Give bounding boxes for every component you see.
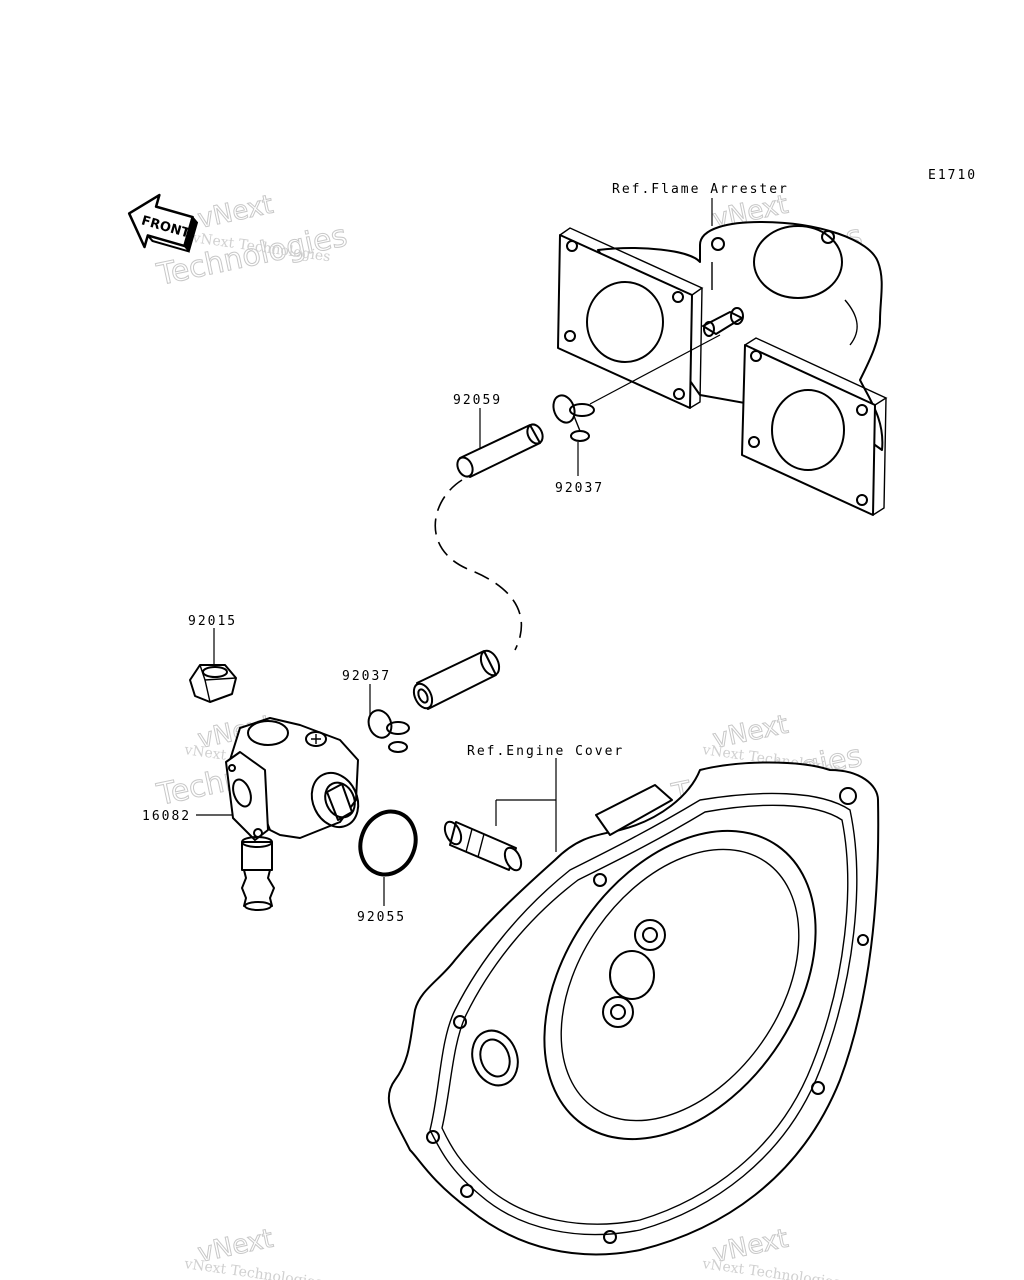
clamp-92037-upper [552,394,595,442]
o-ring-92055 [358,809,418,877]
part-number-92055: 92055 [357,910,406,925]
engine-cover-part [387,761,880,1256]
ref-engine-cover-label: Ref.Engine Cover [467,744,624,759]
watermark-text: vNext Technologies [182,1256,323,1280]
watermark-text: vNext Technologies [700,1256,841,1280]
part-number-92059: 92059 [453,393,502,408]
diagram-code: E1710 [928,168,977,183]
clamp-92037-mid [367,709,410,753]
leader-lines [196,198,721,906]
front-arrow-icon: FRONT [127,193,199,253]
flame-arrester-part [557,221,888,516]
pipe-fitting [443,820,523,872]
part-number-92037-top: 92037 [555,481,604,496]
hose-routing-line [434,479,523,651]
part-number-16082: 16082 [142,809,191,824]
watermark-text: vNext [195,190,276,235]
ref-flame-arrester-label: Ref.Flame Arrester [612,182,789,197]
hose-92059-lower [412,649,501,710]
part-number-92037-mid: 92037 [342,669,391,684]
part-number-92015: 92015 [188,614,237,629]
watermark-bottom-right: vNext vNext Technologies [700,1223,841,1280]
valve-16082 [225,717,360,911]
nut-92015 [189,664,237,703]
watermark-bottom-left: vNext vNext Technologies [182,1223,323,1280]
hose-92059-upper [456,423,544,478]
